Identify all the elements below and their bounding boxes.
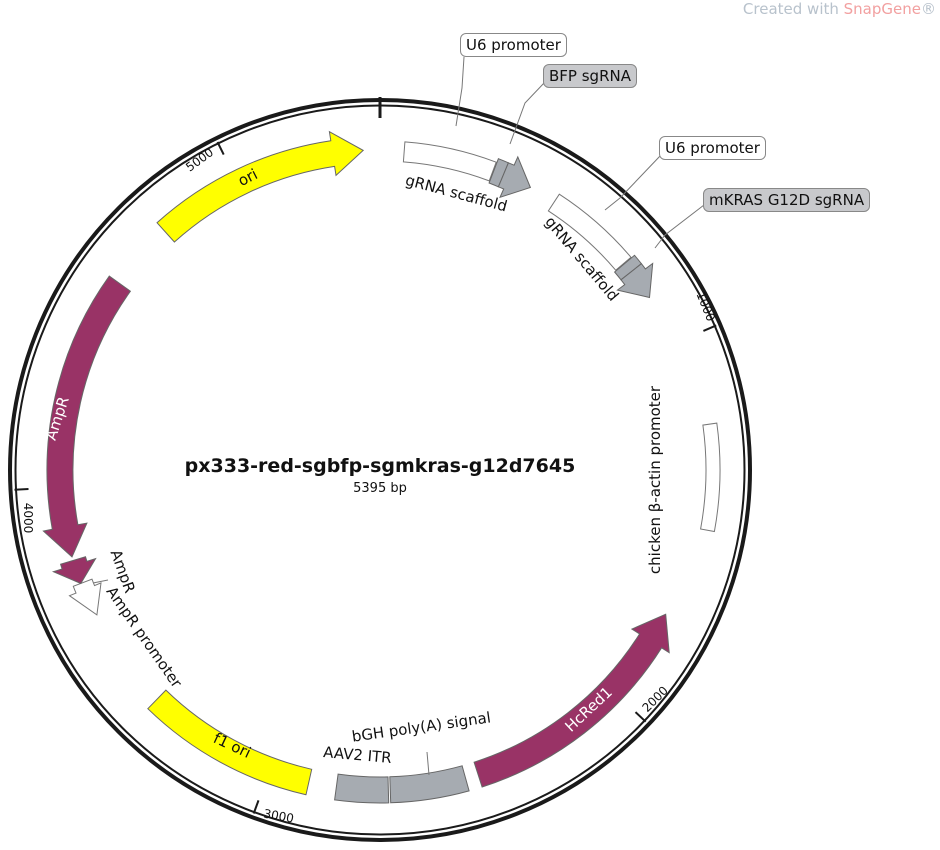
tick-marks <box>14 141 717 814</box>
snapgene-watermark: Created with SnapGene® <box>743 0 936 18</box>
callout-bfp-sgrna[interactable]: BFP sgRNA <box>543 64 637 88</box>
tick-1000 <box>703 324 717 332</box>
feature-u6-2[interactable] <box>547 193 632 271</box>
plasmid-name: px333-red-sgbfp-sgmkras-g12d7645 <box>185 455 576 477</box>
feature-f1ori[interactable] <box>147 689 313 796</box>
tick-label-1000: 1000 <box>693 290 717 324</box>
feature-bgh[interactable] <box>389 765 470 804</box>
feature-scaffold-1[interactable] <box>497 155 532 199</box>
label-ampr-promoter: AmpR promoter <box>103 583 187 692</box>
callout-u6-promoter-1[interactable]: U6 promoter <box>460 33 567 57</box>
tick-5000 <box>216 141 225 156</box>
watermark-suffix: ® <box>921 0 936 18</box>
feature-u6-1[interactable] <box>402 141 497 182</box>
callout-u6-promoter-2[interactable]: U6 promoter <box>659 136 766 160</box>
callout-mkras-sgrna[interactable]: mKRAS G12D sgRNA <box>703 188 871 212</box>
tick-label-3000: 3000 <box>262 807 295 826</box>
tick-label-5000: 5000 <box>183 145 216 174</box>
feature-aav2[interactable] <box>334 773 390 804</box>
plasmid-length: 5395 bp <box>353 481 407 496</box>
feature-ampr-prom[interactable] <box>68 578 102 616</box>
tick-3000 <box>252 800 260 814</box>
tick-4000 <box>14 488 29 491</box>
watermark-prefix: Created with <box>742 0 844 18</box>
feature-ampr-sig[interactable] <box>51 556 97 585</box>
label-chicken-beta-actin-promoter: chicken β-actin promoter <box>646 385 664 574</box>
feature-ampr[interactable] <box>42 275 132 558</box>
feature-scaffold-2[interactable] <box>616 262 654 299</box>
tick-2000 <box>634 711 647 723</box>
watermark-brand: SnapGene <box>843 0 921 18</box>
feature-hcred1[interactable] <box>473 613 670 788</box>
tick-label-4000: 4000 <box>21 503 35 534</box>
feature-ori[interactable] <box>156 130 365 243</box>
label-bgh-polya: bGH poly(A) signal <box>351 708 492 745</box>
features <box>42 130 721 804</box>
label-aav2-itr: AAV2 ITR <box>323 743 393 767</box>
leader-lines <box>92 56 705 776</box>
feature-cba[interactable] <box>700 422 721 533</box>
